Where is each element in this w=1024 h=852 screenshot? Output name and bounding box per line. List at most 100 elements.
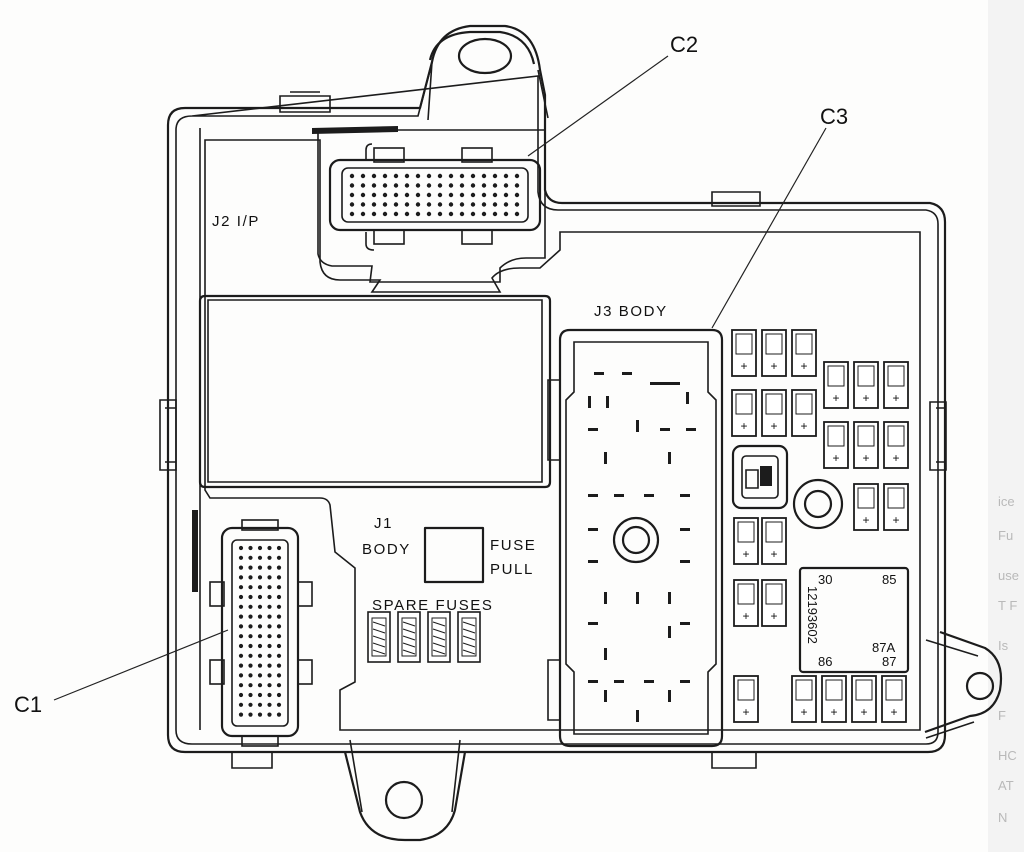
c3-terminal-slot xyxy=(650,382,680,385)
c1-pin xyxy=(267,643,272,649)
c2-pin xyxy=(426,211,432,217)
c2-pin xyxy=(503,183,509,188)
c2-pin xyxy=(349,173,355,179)
c1-pin xyxy=(238,545,244,551)
c1-pin xyxy=(238,555,244,560)
c1-pin xyxy=(257,653,263,658)
c2-pin xyxy=(448,183,454,188)
c1-pin xyxy=(238,624,244,629)
fuse-plus-marking: + xyxy=(800,419,807,433)
c1-pin xyxy=(257,634,263,639)
c1-pin xyxy=(276,692,282,698)
c1-pin xyxy=(267,545,272,551)
fuse-cavity-window xyxy=(827,425,845,447)
c1-pin xyxy=(238,692,244,698)
c1-pin xyxy=(238,673,244,678)
adjacent-page-fragment: Is xyxy=(998,638,1009,653)
c2-pin xyxy=(393,202,399,207)
c1-pin xyxy=(257,575,263,580)
c1-pin xyxy=(276,585,282,590)
c3-terminal-slot xyxy=(622,372,632,375)
c3-terminal-slot xyxy=(636,420,639,432)
c2-pin xyxy=(514,202,520,207)
c1-pin xyxy=(248,692,253,698)
c2-pin xyxy=(360,173,366,179)
c1-pin xyxy=(238,585,244,590)
spare-fuse-hatch xyxy=(432,642,446,648)
fuse-cavity-window xyxy=(885,679,903,701)
c2-pin xyxy=(503,192,509,198)
c2-pin xyxy=(448,211,454,217)
c3-terminal-slot xyxy=(588,622,598,625)
spare-fuse-hatch xyxy=(402,628,416,634)
c1-pin xyxy=(238,604,244,609)
c2-pin xyxy=(393,211,399,217)
c1-pin xyxy=(248,634,253,639)
c1-pin xyxy=(248,565,253,570)
c1-pin xyxy=(248,702,253,707)
c2-pin xyxy=(481,211,487,217)
adjacent-page-fragment: ice xyxy=(998,494,1015,509)
c1-pin xyxy=(267,585,272,590)
spare-fuse-hatch xyxy=(372,635,386,641)
c1-pin xyxy=(238,702,244,707)
c1-pin xyxy=(267,624,272,629)
c2-pin xyxy=(514,183,520,188)
fuse-cavity-window xyxy=(735,393,753,415)
c2-pin xyxy=(415,211,421,217)
c2-pin xyxy=(349,183,355,188)
c2-pin xyxy=(404,211,410,217)
spare-fuse-inner xyxy=(401,617,417,657)
j3-label: J3 BODY xyxy=(594,303,668,320)
c3-terminal-slot xyxy=(668,592,671,604)
c2-pin xyxy=(382,211,388,217)
c3-connector xyxy=(547,328,724,748)
fuse-cavity-window xyxy=(765,333,783,355)
c1-pin xyxy=(267,634,272,639)
c2-pin xyxy=(459,211,465,217)
c2-pin xyxy=(371,202,377,207)
spare-fuse-hatch xyxy=(462,621,476,627)
c3-terminal-slot xyxy=(588,428,598,431)
module-cover xyxy=(198,294,552,489)
c3-leader-line xyxy=(711,127,827,329)
c1-pin xyxy=(238,663,244,668)
c2-pin xyxy=(426,192,432,198)
c2-pin xyxy=(437,183,443,188)
c2-pin xyxy=(404,173,410,179)
c1-leader-line xyxy=(53,629,229,701)
housing-outline xyxy=(159,24,1003,842)
spare-fuse-hatch xyxy=(402,621,416,627)
c1-pin xyxy=(238,643,244,649)
c2-pin xyxy=(426,202,432,207)
c2-pin xyxy=(481,192,487,198)
adjacent-page-fragment: N xyxy=(998,810,1007,825)
spare-fuse xyxy=(367,611,391,663)
c1-pin xyxy=(276,545,282,551)
c1-pin xyxy=(257,624,263,629)
c1-pin xyxy=(257,643,263,649)
c1-pin xyxy=(267,653,272,658)
c1-pin xyxy=(276,663,282,668)
spare-fuse-slots xyxy=(367,611,481,663)
micro-relay xyxy=(731,444,789,510)
relay-part-number: 12193602 xyxy=(805,586,820,644)
c3-terminal-slot xyxy=(604,592,607,604)
c1-pin xyxy=(238,653,244,658)
adjacent-page-fragment: Fu xyxy=(998,528,1013,543)
c1-pin xyxy=(257,594,263,600)
fuse-cavity-window xyxy=(737,679,755,701)
fuse-cavity-window xyxy=(765,393,783,415)
c2-pin xyxy=(371,173,377,179)
spare-fuse-inner xyxy=(371,617,387,657)
c1-pin xyxy=(238,575,244,580)
c2-pin xyxy=(382,183,388,188)
fuse-plus-marking: + xyxy=(800,359,807,373)
c3-terminal-slot xyxy=(588,560,598,563)
c1-pin xyxy=(248,604,253,609)
c1-pin xyxy=(267,712,272,717)
c2-pin xyxy=(393,173,399,179)
c3-terminal-slot xyxy=(636,592,639,604)
c1-pin xyxy=(248,545,253,551)
spare-fuse-inner xyxy=(461,617,477,657)
